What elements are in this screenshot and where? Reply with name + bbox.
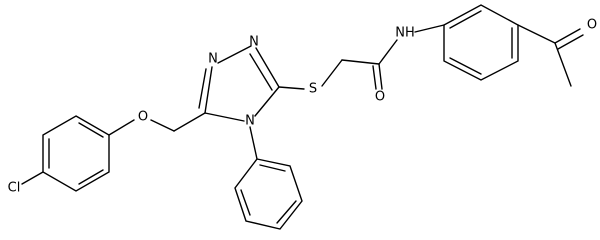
thioether-sulfur-label: S [309,82,317,97]
triazole-ring [198,45,280,122]
ch2-carbonyl-bond [341,59,380,65]
ketone-double-bond [554,28,581,44]
c-cl-bond [21,171,44,185]
amide-nh-label: NH [395,26,415,41]
acetylphenyl-ring [443,4,519,81]
carbonyl-double-bond [378,63,383,90]
carbonyl-n-bond [378,39,398,65]
chlorophenyl-ring [42,115,110,192]
acetyl-methyl-bond [554,42,572,87]
o-ch2-bond [150,119,175,132]
ch2-triazole-bond [173,112,206,132]
ether-oxygen-label: O [138,110,148,125]
amide-oxygen-label: O [375,90,385,105]
phenyl-ring [234,158,303,230]
aryl-acetyl-bond [517,24,556,44]
c-s-bond [278,86,305,90]
triazole-n1-label: N [208,52,218,67]
triazole-n4-label: N [245,114,255,129]
s-ch2-bond [321,59,343,87]
n-phenyl-bond [249,126,258,160]
molecule-drawing: Cl O N N N S O NH O [8,4,597,230]
n-aryl-bond [414,24,445,33]
structure-canvas: Cl O N N N S O NH O [8,4,597,230]
triazole-n2-label: N [249,35,259,50]
aryl-o-bond [108,119,135,136]
chlorine-label: Cl [8,181,21,196]
ketone-oxygen-label: O [587,18,597,33]
